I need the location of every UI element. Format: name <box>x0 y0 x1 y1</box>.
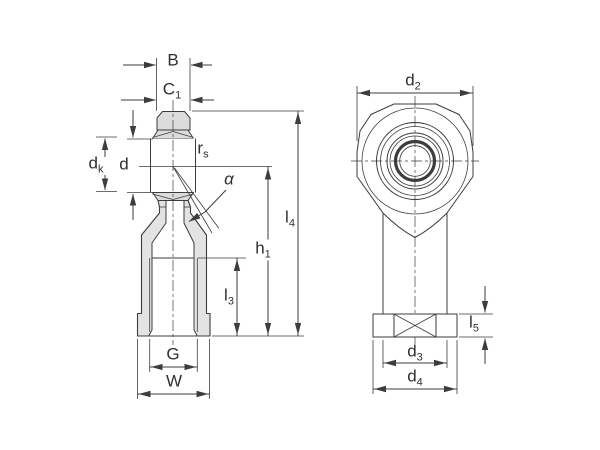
dim-label-alpha: α <box>224 169 234 189</box>
ball-top <box>156 111 191 131</box>
flange <box>372 313 458 338</box>
dim-label-d4: d4 <box>407 366 423 389</box>
tilt-line <box>174 167 220 229</box>
dim-label-h1: h1 <box>253 238 273 261</box>
dim-dk <box>96 136 117 192</box>
dim-label-rs: rs <box>197 138 209 161</box>
dim-label-c1: C1 <box>162 79 182 102</box>
dim-B <box>123 58 212 111</box>
dim-label-b: B <box>167 50 179 70</box>
dim-G <box>149 339 198 372</box>
left-view-section <box>96 58 304 399</box>
dim-label-w: W <box>165 371 183 391</box>
dim-label-d3: d3 <box>407 341 423 364</box>
tilt-line <box>172 166 213 234</box>
dim-label-l3: l3 <box>222 285 236 308</box>
dim-label-d: d <box>119 154 129 174</box>
right-view <box>351 86 493 394</box>
dim-label-d2: d2 <box>405 70 421 93</box>
dim-d2 <box>356 86 474 146</box>
dim-label-dk: dk <box>88 153 104 176</box>
dim-d <box>127 110 153 220</box>
dim-d3 <box>382 340 448 368</box>
dim-label-l5: l5 <box>469 312 479 335</box>
dim-W <box>137 339 210 399</box>
dim-label-g: G <box>166 344 180 364</box>
dim-d4 <box>372 340 458 394</box>
dim-label-l4: l4 <box>283 207 297 230</box>
alpha-leader <box>188 189 227 222</box>
dim-l5 <box>459 286 493 364</box>
